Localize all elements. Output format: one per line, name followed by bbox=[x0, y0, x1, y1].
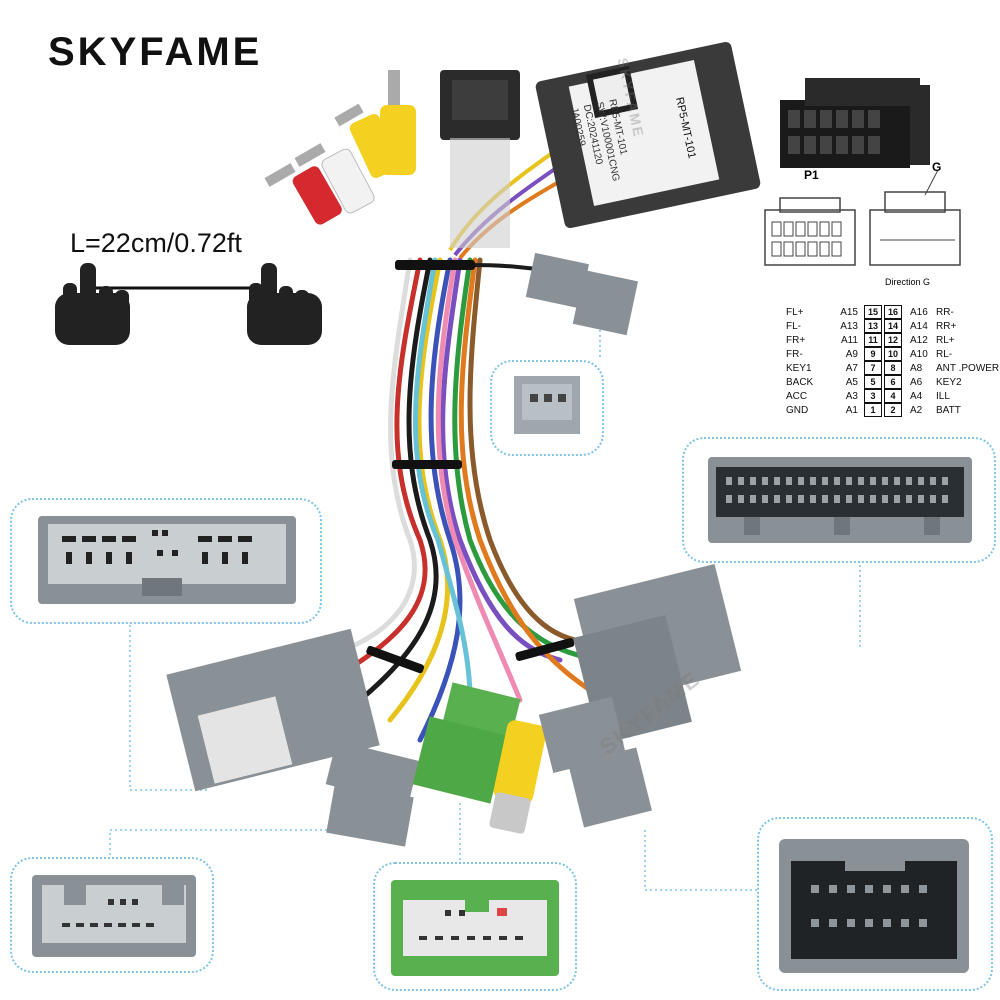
pinout-row: FR+ A11 11 12 A12 RL+ bbox=[786, 333, 999, 347]
pin-left-code: A15 bbox=[840, 306, 858, 318]
pin-right-code: A14 bbox=[910, 320, 928, 332]
pin-left-code: A11 bbox=[840, 334, 858, 346]
brand-logo: SKYFAME bbox=[48, 30, 263, 74]
small-connector bbox=[525, 252, 639, 336]
pinout-table: FL+ A15 15 16 A16 RR- FL- A13 13 14 A14 … bbox=[786, 305, 999, 417]
pinout-row: GND A1 1 2 A2 BATT bbox=[786, 403, 999, 417]
pin-left-number: 7 bbox=[864, 361, 882, 375]
pin-left-label: GND bbox=[786, 404, 809, 416]
connector-face-green bbox=[391, 880, 559, 976]
pin-right-number: 6 bbox=[884, 375, 902, 389]
pin-left-code: A5 bbox=[845, 376, 858, 388]
pin-left-number: 9 bbox=[864, 347, 882, 361]
pin-left-label: BACK bbox=[786, 376, 814, 388]
pin-left-number: 13 bbox=[864, 319, 882, 333]
p1-plug bbox=[440, 70, 520, 248]
rca-plug-yellow bbox=[380, 70, 416, 175]
connector-face-large bbox=[708, 457, 972, 543]
pin-left-code: A1 bbox=[845, 404, 858, 416]
connector-face-bottom-left bbox=[32, 875, 196, 957]
pin-left-label: FR- bbox=[786, 348, 803, 360]
direction-label: Direction G bbox=[885, 277, 931, 287]
pin-right-number: 12 bbox=[884, 333, 902, 347]
left-main-connector bbox=[166, 628, 420, 847]
pin-right-number: 2 bbox=[884, 403, 902, 417]
pointing-hand-icon bbox=[55, 263, 130, 345]
pin-left-label: FR+ bbox=[786, 334, 806, 346]
pin-right-label: BATT bbox=[936, 404, 961, 416]
g-label: G bbox=[932, 160, 942, 174]
pin-right-code: A4 bbox=[910, 390, 923, 402]
connector-face-panel bbox=[682, 437, 996, 563]
pin-left-number: 15 bbox=[864, 305, 882, 319]
pin-left-code: A7 bbox=[845, 362, 858, 374]
pin-left-number: 5 bbox=[864, 375, 882, 389]
pin-left-label: ACC bbox=[786, 390, 808, 402]
pinout-row: ACC A3 3 4 A4 ILL bbox=[786, 389, 999, 403]
pinout-row: FL- A13 13 14 A14 RR+ bbox=[786, 319, 999, 333]
pin-right-number: 16 bbox=[884, 305, 902, 319]
pin-right-code: A12 bbox=[910, 334, 928, 346]
pinout-row: BACK A5 5 6 A6 KEY2 bbox=[786, 375, 999, 389]
pin-right-label: RL+ bbox=[936, 334, 955, 346]
pin-left-number: 3 bbox=[864, 389, 882, 403]
pin-left-number: 1 bbox=[864, 403, 882, 417]
pin-right-code: A10 bbox=[910, 348, 928, 360]
pin-left-code: A9 bbox=[845, 348, 858, 360]
pin-right-label: RR- bbox=[936, 306, 954, 318]
pin-right-code: A2 bbox=[910, 404, 923, 416]
rca-socket-yellow bbox=[489, 720, 547, 834]
pin-right-code: A8 bbox=[910, 362, 923, 374]
pin-right-label: KEY2 bbox=[936, 376, 962, 388]
pin-right-number: 10 bbox=[884, 347, 902, 361]
connector-face-panel bbox=[10, 498, 322, 624]
pin-right-number: 8 bbox=[884, 361, 902, 375]
green-connector bbox=[412, 682, 521, 804]
pin-right-number: 14 bbox=[884, 319, 902, 333]
connector-face-panel bbox=[373, 862, 577, 991]
pin-left-label: FL+ bbox=[786, 306, 804, 318]
pin-right-label: ILL bbox=[936, 390, 950, 402]
pin-right-code: A16 bbox=[910, 306, 928, 318]
pin-left-code: A13 bbox=[840, 320, 858, 332]
connector-face-3pin bbox=[514, 376, 580, 434]
length-indicator bbox=[55, 263, 322, 345]
pin-left-code: A3 bbox=[845, 390, 858, 402]
right-connector-stack bbox=[538, 563, 742, 828]
pinout-row: FL+ A15 15 16 A16 RR- bbox=[786, 305, 999, 319]
connector-face-panel bbox=[757, 817, 993, 991]
pointing-hand-icon bbox=[247, 263, 322, 345]
pin-right-code: A6 bbox=[910, 376, 923, 388]
decoder-module bbox=[535, 41, 761, 229]
pin-right-label: ANT .POWER bbox=[936, 362, 1000, 374]
pinout-row: KEY1 A7 7 8 A8 ANT .POWER bbox=[786, 361, 999, 375]
connector-diagram bbox=[764, 78, 961, 266]
pin-left-number: 11 bbox=[864, 333, 882, 347]
connector-face-panel bbox=[10, 857, 214, 973]
pin-left-label: KEY1 bbox=[786, 362, 812, 374]
connector-face-panel bbox=[490, 360, 604, 456]
pinout-row: FR- A9 9 10 A10 RL- bbox=[786, 347, 999, 361]
pin-right-number: 4 bbox=[884, 389, 902, 403]
pin-left-label: FL- bbox=[786, 320, 801, 332]
connector-face-right bbox=[779, 839, 969, 973]
rca-plug-red bbox=[264, 163, 342, 225]
length-label: L=22cm/0.72ft bbox=[70, 228, 242, 258]
p1-label: P1 bbox=[804, 168, 819, 182]
connector-face-left bbox=[38, 516, 296, 604]
pin-right-label: RR+ bbox=[936, 320, 957, 332]
rca-plug-white bbox=[294, 143, 375, 214]
pin-right-label: RL- bbox=[936, 348, 953, 360]
